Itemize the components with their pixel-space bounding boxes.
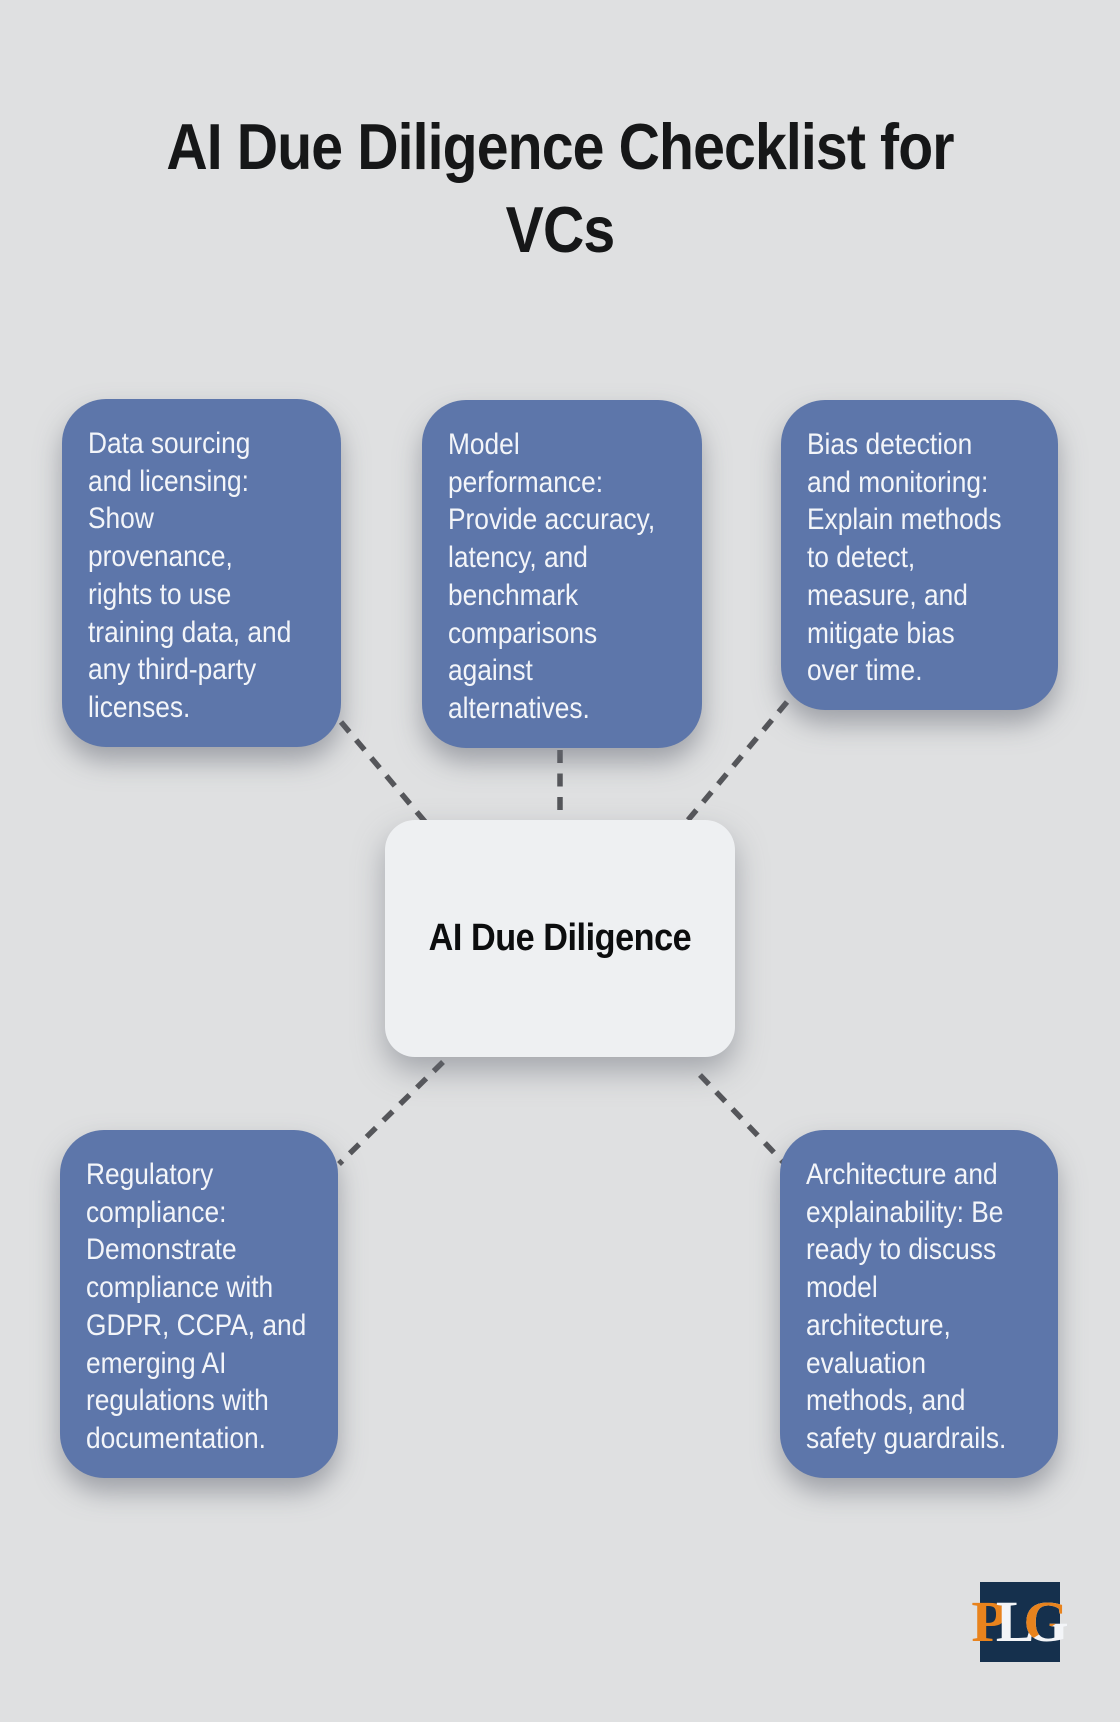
node-model-performance: Model performance: Provide accuracy, lat… — [422, 400, 702, 748]
node-architecture-explainability-text: Architecture and explainability: Be read… — [806, 1158, 1007, 1455]
node-bias-detection-text: Bias detection and monitoring: Explain m… — [807, 428, 1002, 688]
logo-letter-p: P — [971, 1589, 1007, 1654]
logo-letter-g-white: G — [1023, 1589, 1069, 1654]
node-data-sourcing: Data sourcing and licensing: Show proven… — [62, 399, 341, 747]
node-architecture-explainability: Architecture and explainability: Be read… — [780, 1130, 1058, 1478]
node-model-performance-text: Model performance: Provide accuracy, lat… — [448, 428, 656, 725]
node-regulatory-compliance: Regulatory compliance: Demonstrate compl… — [60, 1130, 338, 1478]
connector-architecture — [698, 1073, 786, 1165]
hub-node: AI Due Diligence — [385, 820, 735, 1057]
hub-label: AI Due Diligence — [428, 917, 692, 959]
node-regulatory-compliance-text: Regulatory compliance: Demonstrate compl… — [86, 1158, 307, 1455]
connector-data-sourcing — [338, 720, 435, 832]
node-bias-detection: Bias detection and monitoring: Explain m… — [781, 400, 1058, 710]
logo-letter-l: L — [995, 1589, 1035, 1654]
connector-regulatory-compliance — [337, 1060, 445, 1166]
connector-bias-detection — [675, 700, 790, 834]
page-title: AI Due Diligence Checklist for VCs — [166, 110, 954, 266]
node-data-sourcing-text: Data sourcing and licensing: Show proven… — [88, 427, 292, 724]
